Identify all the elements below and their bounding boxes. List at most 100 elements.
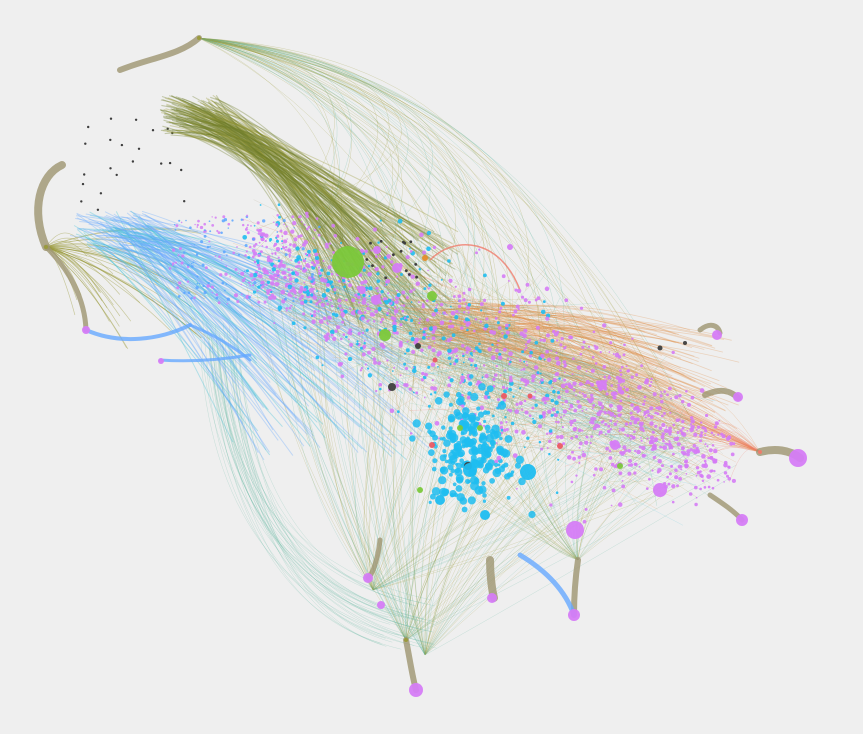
blue-bundle-edge (86, 242, 290, 334)
blue-bundle-edge (118, 242, 269, 411)
graph-node (195, 253, 199, 256)
olive-bundle-edge (175, 107, 345, 244)
graph-node (471, 430, 478, 437)
graph-node (419, 328, 422, 331)
graph-node (633, 407, 637, 411)
graph-node (638, 465, 641, 468)
graph-node (370, 249, 373, 252)
graph-node (211, 291, 214, 294)
bottom-fan-edge (409, 275, 426, 656)
bottom-fan-edge (411, 306, 430, 656)
bottom-fan-edge (372, 506, 502, 591)
graph-node (554, 373, 558, 376)
graph-node (582, 383, 584, 386)
graph-node (460, 428, 468, 435)
cloud-edge (438, 412, 549, 426)
graph-node (193, 296, 196, 299)
bottom-fan-edge (372, 450, 703, 591)
bottom-fan-edge (334, 282, 407, 641)
graph-node (338, 279, 341, 283)
graph-node (341, 308, 344, 312)
graph-node (208, 240, 211, 243)
graph-node (567, 382, 571, 386)
graph-node (394, 313, 397, 316)
blue-bundle-edge (135, 223, 288, 344)
graph-node (256, 259, 260, 263)
orange-bundle-edge (418, 337, 708, 409)
hub-node (487, 593, 497, 603)
cloud-edge (327, 282, 449, 310)
left-fan-edge (45, 246, 202, 339)
olive-bundle-edge (207, 98, 447, 335)
graph-node (256, 228, 259, 232)
blue-bundle-edge (115, 216, 375, 308)
graph-node (186, 280, 190, 283)
graph-node (193, 244, 196, 246)
graph-node (441, 488, 449, 497)
graph-node (340, 241, 343, 245)
cloud-edge (241, 274, 444, 288)
graph-node (373, 360, 378, 365)
graph-node (668, 443, 673, 448)
olive-bundle-edge (182, 109, 351, 268)
graph-node (300, 294, 304, 299)
graph-node (351, 298, 356, 303)
graph-node (450, 324, 455, 329)
graph-node (303, 288, 307, 292)
hub-node (429, 442, 435, 448)
graph-node (425, 318, 430, 322)
graph-node (216, 229, 219, 233)
graph-node (579, 352, 583, 356)
graph-node (654, 440, 657, 443)
blue-bundle-edge (104, 219, 308, 360)
arc-edge (198, 37, 425, 326)
graph-node (644, 416, 647, 419)
graph-node (662, 445, 668, 451)
graph-node (713, 448, 718, 454)
graph-node (663, 428, 669, 434)
cloud-edge (313, 257, 529, 415)
olive-bundle-edge (182, 125, 431, 259)
olive-bundle-edge (171, 119, 452, 303)
graph-node (499, 425, 504, 430)
graph-node (618, 405, 623, 410)
graph-node (483, 424, 486, 428)
graph-node (387, 292, 390, 295)
graph-node (326, 271, 331, 276)
bottom-fan-edge (577, 446, 694, 561)
bottom-fan-edge (290, 280, 407, 641)
orange-bundle-edge (418, 343, 708, 424)
bottom-fan-edge (405, 417, 689, 641)
graph-node (568, 407, 571, 411)
graph-node (563, 414, 565, 417)
graph-node (201, 263, 205, 267)
graph-node (503, 334, 508, 339)
graph-node (390, 316, 395, 320)
olive-bundle-edge (201, 107, 456, 305)
olive-bundle-edge (180, 105, 460, 253)
cloud-edge (507, 330, 580, 390)
graph-node (707, 485, 711, 489)
graph-node (310, 265, 313, 268)
graph-node (483, 394, 489, 400)
olive-bundle-edge (186, 114, 352, 240)
cloud-edge (373, 264, 711, 484)
graph-node (613, 391, 618, 396)
graph-node (400, 304, 403, 307)
graph-node (290, 229, 295, 234)
graph-node (332, 251, 335, 254)
olive-bundle-edge (189, 112, 445, 247)
graph-node (531, 395, 536, 400)
olive-bundle-edge (169, 125, 411, 314)
bottom-fan-edge (372, 400, 631, 591)
graph-node (173, 223, 176, 226)
blue-bundle-edge (134, 224, 329, 417)
graph-node (499, 306, 503, 310)
blue-bundle-edge (116, 227, 280, 356)
hub-node (501, 393, 507, 399)
olive-bundle-edge (179, 124, 395, 238)
graph-node (594, 467, 598, 471)
graph-node (584, 507, 588, 511)
graph-node (666, 393, 669, 397)
graph-node (468, 428, 473, 433)
